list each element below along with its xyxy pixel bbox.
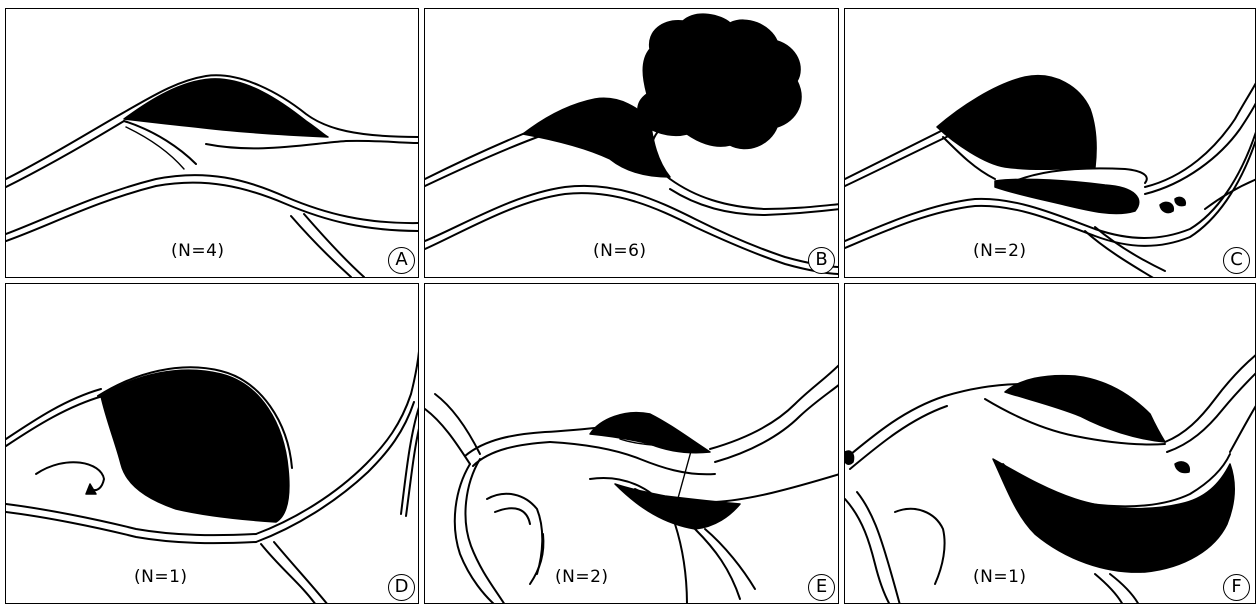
panel-f: (N=1) F (844, 283, 1256, 604)
panel-a: (N=4) A (5, 8, 419, 278)
panel-b: (N=6) B (424, 8, 839, 278)
panel-d: (N=1) D (5, 283, 419, 604)
letter-label-e: E (808, 574, 835, 601)
panel-d-illustration (6, 284, 419, 604)
count-label-b: (N=6) (593, 241, 647, 261)
panel-e-illustration (425, 284, 839, 604)
panel-e: (N=2) E (424, 283, 839, 604)
letter-label-b: B (808, 247, 835, 274)
count-label-d: (N=1) (134, 567, 188, 587)
count-label-a: (N=4) (171, 241, 225, 261)
panel-c-illustration (845, 9, 1256, 278)
letter-label-a: A (388, 247, 415, 274)
count-label-c: (N=2) (973, 241, 1027, 261)
letter-label-c: C (1223, 247, 1250, 274)
panel-a-illustration (6, 9, 419, 278)
letter-label-f: F (1223, 574, 1250, 601)
letter-label-d: D (388, 574, 415, 601)
panel-c: (N=2) C (844, 8, 1256, 278)
count-label-f: (N=1) (973, 567, 1027, 587)
panel-f-illustration (845, 284, 1256, 604)
panel-b-illustration (425, 9, 839, 278)
count-label-e: (N=2) (555, 567, 609, 587)
